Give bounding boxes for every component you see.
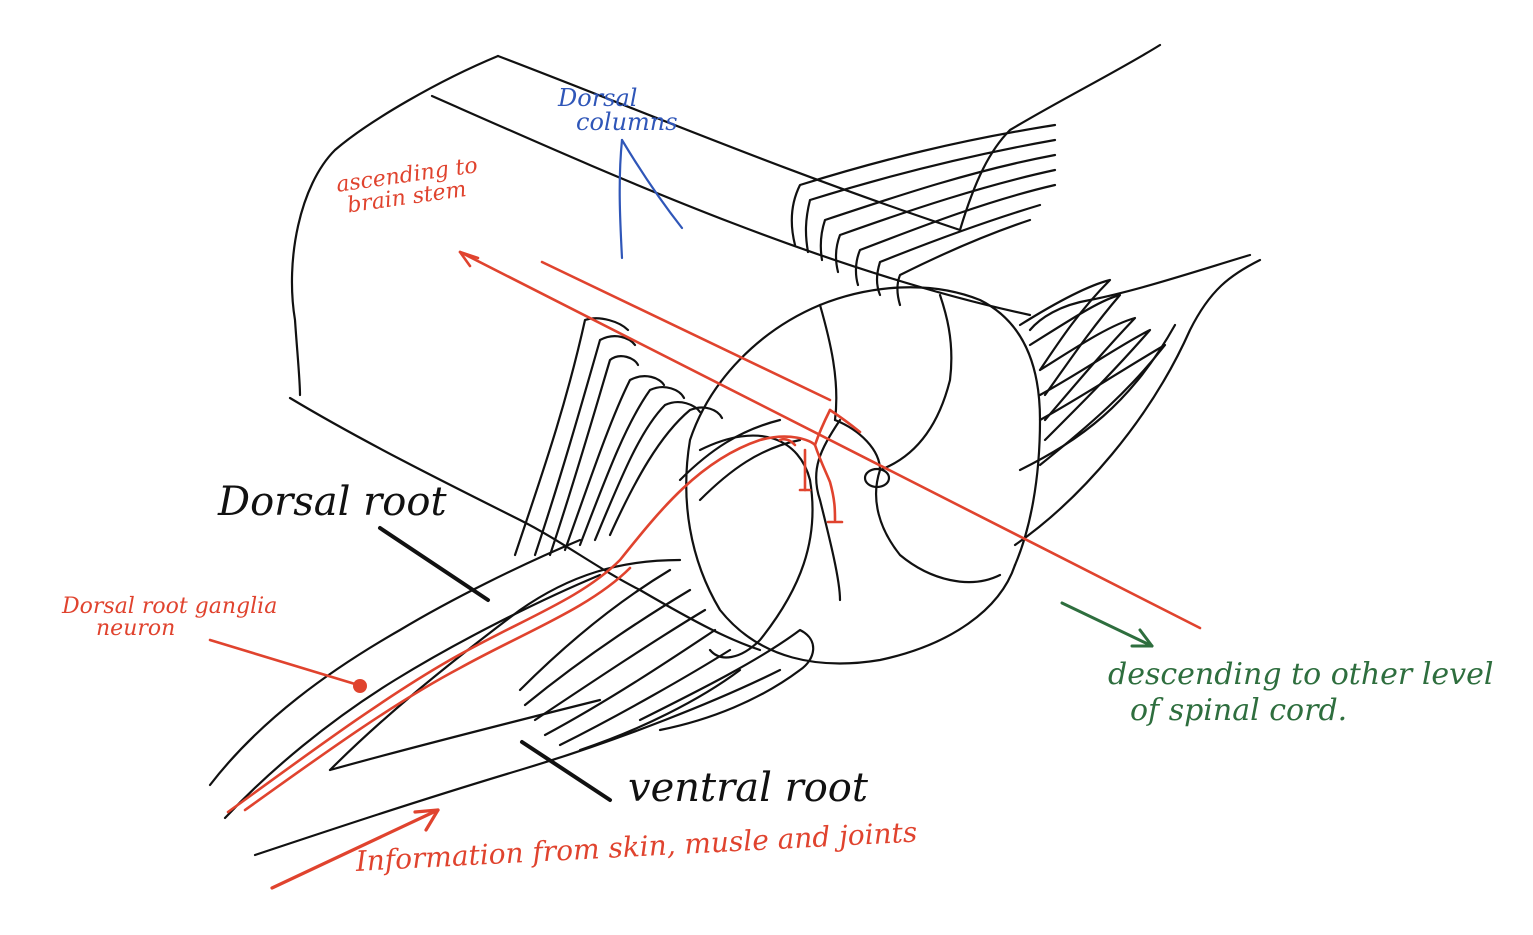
spinal-cord-outline [288, 43, 1252, 652]
cross-section [685, 286, 1042, 665]
dorsal-columns-line-2: columns [576, 108, 678, 136]
descending-line-2: of spinal cord. [1130, 693, 1348, 728]
ascending-arrow [458, 250, 1202, 630]
label-pointers [378, 526, 612, 802]
dorsal-root-label: Dorsal root [218, 479, 447, 525]
sensory-neuron-path [226, 408, 862, 814]
dorsal-root-bundle [513, 317, 802, 557]
descending-label: descending to other level of spinal cord… [1108, 660, 1493, 726]
upper-rootlets [790, 123, 1057, 307]
ventral-root-label: ventral root [628, 765, 868, 811]
drg-cell-body [353, 679, 367, 693]
descending-arrow [1060, 601, 1154, 648]
ventral-rootlets [518, 568, 815, 752]
drg-pointer [208, 638, 357, 686]
drg-neuron-label: Dorsal root ganglia neuron [62, 596, 277, 640]
dorsal-columns-line-1: Dorsal [558, 84, 638, 112]
dorsal-columns-label: Dorsal columns [558, 86, 678, 134]
right-rootlets [1013, 258, 1262, 547]
spinal-nerve [208, 434, 814, 857]
drg-neuron-line-1: Dorsal root ganglia [62, 594, 278, 619]
drg-neuron-line-2: neuron [96, 616, 176, 641]
information-arrow [270, 808, 440, 890]
descending-line-1: descending to other level [1108, 657, 1494, 692]
dorsal-columns-pointer [618, 138, 684, 260]
